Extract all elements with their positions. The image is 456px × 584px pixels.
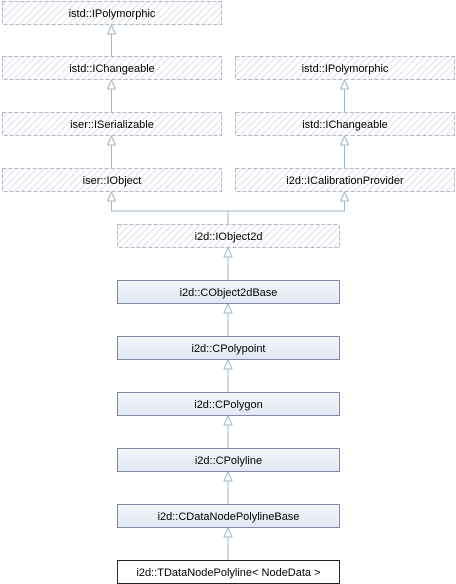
class-node[interactable]: istd::IChangeable: [2, 56, 222, 80]
node-label: iser::ISerializable: [70, 119, 154, 131]
class-node[interactable]: i2d::TDataNodePolyline< NodeData >: [117, 560, 340, 584]
node-label: i2d::IObject2d: [195, 231, 263, 243]
node-box: [2, 112, 222, 136]
inheritance-edge: [223, 246, 233, 280]
inheritance-edge: [223, 414, 233, 448]
arrowhead-icon: [106, 78, 117, 90]
inheritance-edge: [223, 470, 233, 504]
inheritance-edge: [223, 526, 233, 560]
inheritance-edge: [223, 302, 233, 336]
inheritance-edge: [106, 190, 229, 224]
class-node[interactable]: i2d::CObject2dBase: [117, 280, 340, 304]
class-node[interactable]: i2d::CPolygon: [117, 392, 340, 416]
class-node[interactable]: iser::ISerializable: [2, 112, 222, 136]
node-box: [2, 56, 222, 80]
edge-line: [227, 200, 345, 224]
node-label: istd::IChangeable: [69, 63, 155, 75]
arrowhead-icon: [339, 190, 350, 202]
class-node[interactable]: iser::IObject: [2, 168, 222, 192]
edge-line: [111, 200, 229, 224]
node-box: [117, 336, 340, 360]
class-node[interactable]: istd::IPolymorphic: [235, 56, 455, 80]
arrowhead-icon: [106, 134, 117, 146]
node-label: i2d::CDataNodePolylineBase: [158, 511, 300, 523]
node-box: [2, 168, 222, 192]
node-box: [117, 448, 340, 472]
class-node[interactable]: i2d::ICalibrationProvider: [235, 168, 455, 192]
inheritance-edge: [223, 358, 233, 392]
node-label: i2d::CObject2dBase: [180, 287, 278, 299]
node-label: istd::IChangeable: [302, 119, 388, 131]
inheritance-edge: [339, 134, 350, 168]
node-box: [117, 392, 340, 416]
inheritance-edge: [106, 23, 117, 56]
inheritance-edge: [106, 78, 117, 112]
arrowhead-icon: [223, 470, 233, 482]
arrowhead-icon: [223, 358, 233, 370]
node-label: i2d::CPolyline: [195, 455, 262, 467]
node-box: [235, 168, 455, 192]
class-node[interactable]: i2d::CDataNodePolylineBase: [117, 504, 340, 528]
node-box: [235, 112, 455, 136]
edges-layer: [106, 23, 350, 560]
arrowhead-icon: [106, 190, 117, 202]
node-label: i2d::CPolygon: [194, 399, 263, 411]
arrowhead-icon: [339, 134, 350, 146]
class-node[interactable]: i2d::CPolypoint: [117, 336, 340, 360]
node-label: istd::IPolymorphic: [69, 8, 156, 20]
node-box: [117, 224, 340, 248]
node-label: i2d::ICalibrationProvider: [286, 175, 404, 187]
arrowhead-icon: [223, 526, 233, 538]
node-box: [2, 1, 222, 25]
node-box: [117, 504, 340, 528]
class-node[interactable]: i2d::IObject2d: [117, 224, 340, 248]
class-node[interactable]: i2d::CPolyline: [117, 448, 340, 472]
node-label: i2d::TDataNodePolyline< NodeData >: [136, 567, 320, 579]
inheritance-edge: [106, 134, 117, 168]
node-label: istd::IPolymorphic: [302, 63, 389, 75]
inheritance-edge: [227, 190, 350, 224]
arrowhead-icon: [339, 78, 350, 90]
inheritance-edge: [339, 78, 350, 112]
arrowhead-icon: [223, 302, 233, 314]
arrowhead-icon: [223, 414, 233, 426]
arrowhead-icon: [223, 246, 233, 258]
node-box: [117, 280, 340, 304]
arrowhead-icon: [106, 23, 117, 35]
class-node[interactable]: istd::IChangeable: [235, 112, 455, 136]
node-box: [235, 56, 455, 80]
class-node[interactable]: istd::IPolymorphic: [2, 1, 222, 25]
node-label: iser::IObject: [83, 175, 142, 187]
node-label: i2d::CPolypoint: [192, 343, 266, 355]
